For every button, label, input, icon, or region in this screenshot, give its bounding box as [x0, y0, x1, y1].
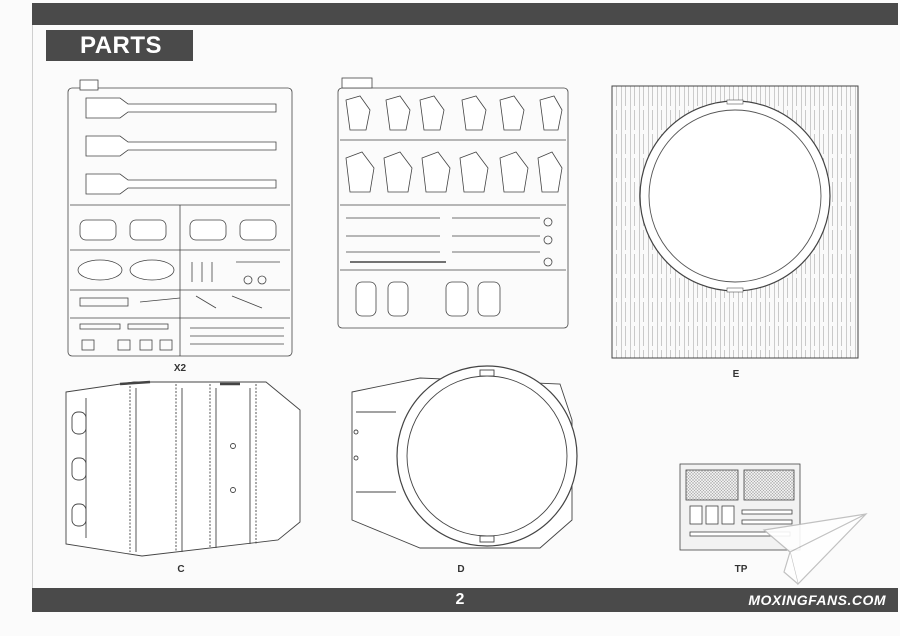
paper-plane-logo: [762, 513, 868, 586]
sprue-a-quantity: X2: [174, 363, 187, 374]
part-d-turret-deck: [351, 365, 578, 549]
part-e-deck: [611, 85, 859, 359]
top-bar: [32, 3, 898, 25]
page-number: 2: [455, 591, 465, 608]
page-binding-edge: [32, 25, 33, 595]
section-title: PARTS: [46, 30, 193, 61]
sprue-a: [67, 79, 293, 357]
sprue-b: [337, 77, 569, 329]
watermark: MOXINGFANS.COM: [748, 592, 886, 608]
part-c-hull: [65, 380, 301, 557]
part-tp-label: TP: [735, 564, 748, 575]
footer-bar: 2 MOXINGFANS.COM: [32, 588, 898, 612]
part-c-label: C: [177, 564, 184, 575]
part-d-label: D: [457, 564, 464, 575]
part-e-label: E: [733, 369, 740, 380]
